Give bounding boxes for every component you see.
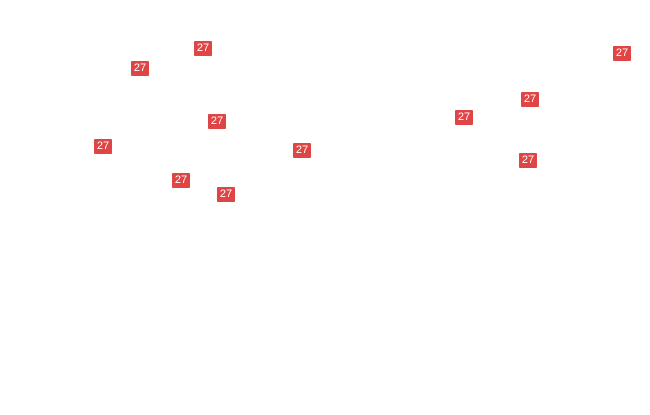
map-marker[interactable]: 27 [94, 139, 112, 154]
map-marker[interactable]: 27 [131, 61, 149, 76]
map-marker[interactable]: 27 [519, 153, 537, 168]
map-marker[interactable]: 27 [194, 41, 212, 56]
map-marker[interactable]: 27 [293, 143, 311, 158]
map-marker[interactable]: 27 [208, 114, 226, 129]
map-marker[interactable]: 27 [521, 92, 539, 107]
map-marker[interactable]: 27 [172, 173, 190, 188]
map-marker[interactable]: 27 [455, 110, 473, 125]
map-marker[interactable]: 27 [613, 46, 631, 61]
map-marker[interactable]: 27 [217, 187, 235, 202]
